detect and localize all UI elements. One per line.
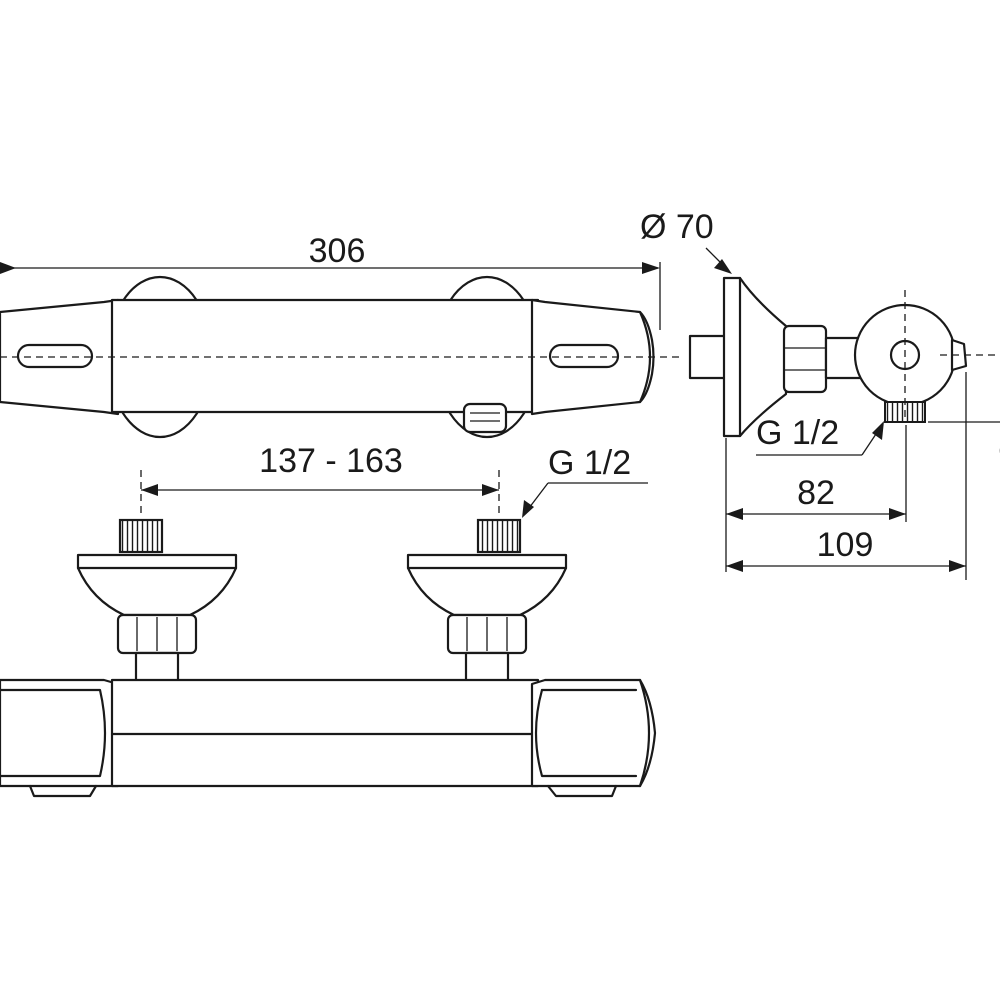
front-handle-right — [530, 678, 651, 788]
dimension-length: 306 — [0, 232, 661, 330]
top-view — [0, 275, 680, 439]
top-shower-outlet — [462, 402, 508, 434]
dimension-depth-a: 82 — [725, 425, 907, 572]
dimension-depth-b: 109 — [726, 372, 967, 580]
callout-thread-front: G 1/2 — [522, 444, 648, 518]
callout-diameter-label: Ø 70 — [640, 208, 714, 246]
dimension-height: 32 — [928, 421, 1000, 479]
side-nut — [782, 324, 828, 394]
side-rose — [722, 276, 788, 438]
callout-thread-side-label: G 1/2 — [756, 414, 839, 452]
top-grip-slot-left — [16, 343, 94, 369]
dimension-inlet-spacing: 137 - 163 — [141, 442, 499, 496]
callout-diameter: Ø 70 — [640, 208, 732, 274]
callout-thread-side: G 1/2 — [756, 414, 884, 456]
callout-thread-front-label: G 1/2 — [548, 444, 631, 482]
dimension-depth-b-label: 109 — [817, 526, 874, 564]
top-central-body — [110, 298, 540, 414]
top-grip-slot-right — [548, 343, 620, 369]
front-inlet-right — [406, 518, 568, 687]
dimension-inlet-spacing-label: 137 - 163 — [259, 442, 403, 480]
dimension-length-label: 306 — [309, 232, 366, 270]
dimension-depth-a-label: 82 — [797, 474, 835, 512]
front-view — [0, 470, 657, 798]
dimension-height-label: 32 — [992, 441, 1000, 479]
side-view — [688, 276, 1000, 438]
front-inlet-left — [76, 518, 238, 687]
